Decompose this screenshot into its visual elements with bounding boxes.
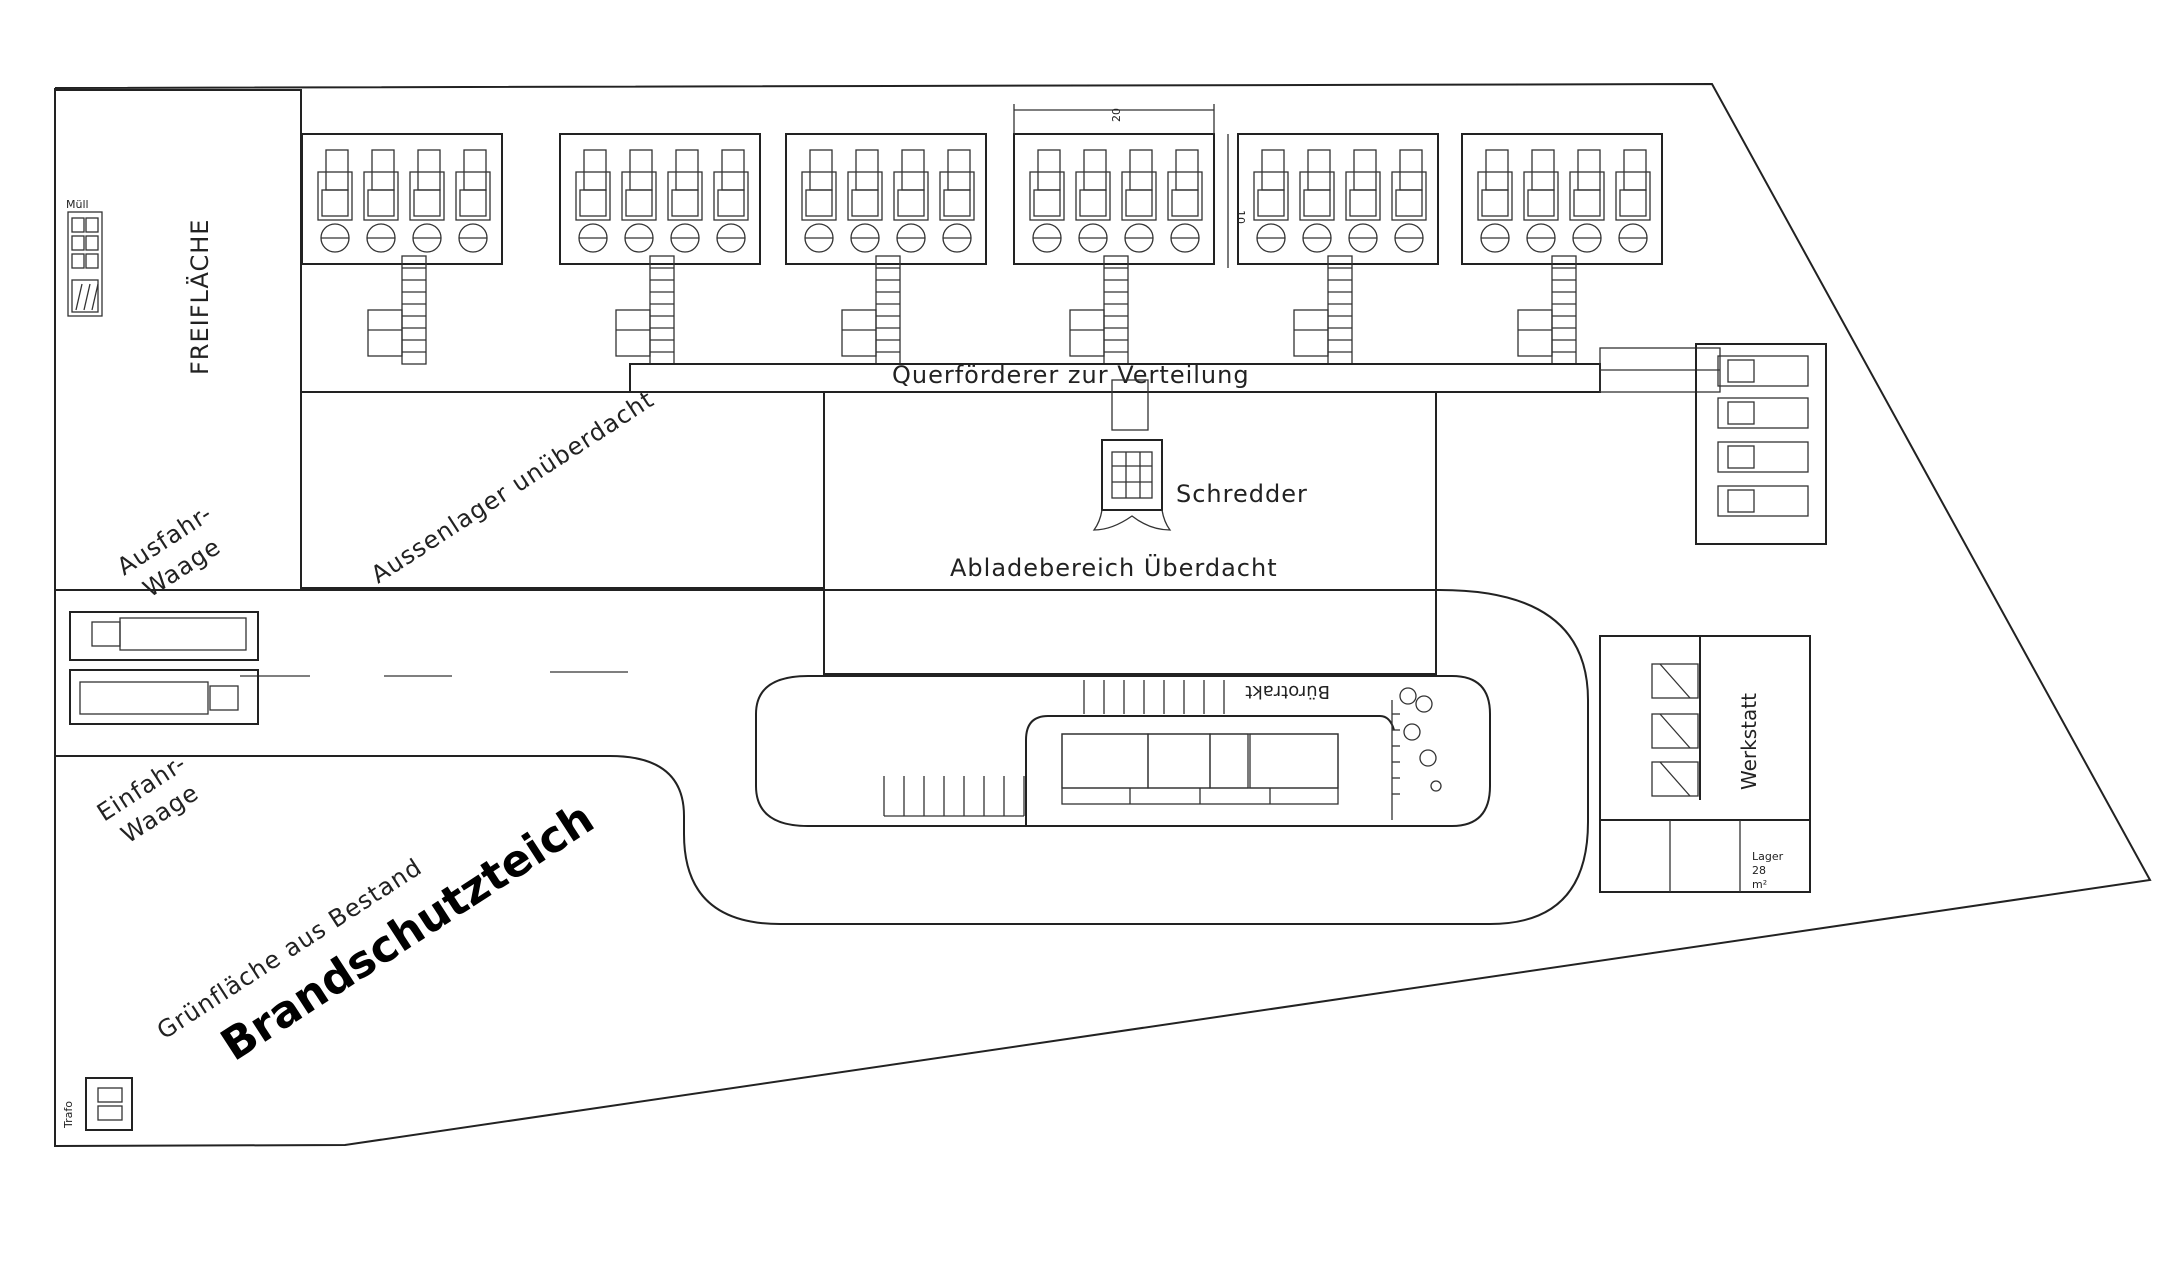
dimension-width-label: 20 bbox=[1110, 108, 1123, 122]
freiflaeche-label: FREIFLÄCHE bbox=[185, 219, 214, 375]
schredder-label: Schredder bbox=[1176, 480, 1308, 508]
processing-station-1 bbox=[301, 133, 503, 265]
brandschutzteich-label: Brandschutzteich bbox=[212, 793, 603, 1071]
aussenlager-label: Aussenlager unüberdacht bbox=[366, 385, 659, 589]
feed-conveyor-6 bbox=[1517, 255, 1577, 365]
feed-conveyor-2 bbox=[615, 255, 675, 365]
office-island bbox=[755, 675, 1491, 827]
svg-text:28: 28 bbox=[1752, 864, 1766, 877]
trafo-label: Trafo bbox=[62, 1101, 75, 1129]
svg-text:Lager: Lager bbox=[1752, 850, 1784, 863]
abladebereich-label: Abladebereich Überdacht bbox=[950, 553, 1278, 582]
buerotrakt-label: Bürotrakt bbox=[1245, 681, 1330, 702]
trafo bbox=[85, 1077, 133, 1131]
processing-station-3 bbox=[785, 133, 987, 265]
lager-room: Lager 28 m² bbox=[1752, 850, 1784, 891]
muell-label: Müll bbox=[66, 198, 89, 211]
dimension-height-label: 10 bbox=[1234, 210, 1247, 224]
truck-outbound bbox=[69, 611, 259, 661]
dimension-annotation: 20 10 bbox=[1013, 104, 1247, 268]
truck-inbound bbox=[69, 669, 259, 725]
werkstatt-label: Werkstatt bbox=[1737, 693, 1761, 790]
svg-text:m²: m² bbox=[1752, 878, 1767, 891]
right-station bbox=[1599, 343, 1827, 545]
processing-station-2 bbox=[559, 133, 761, 265]
abladebereich-area bbox=[823, 391, 1437, 675]
schredder-machine bbox=[1092, 379, 1172, 531]
muell-bins: Müll bbox=[66, 198, 103, 317]
processing-station-6 bbox=[1461, 133, 1663, 265]
site-boundary bbox=[54, 82, 2152, 1148]
processing-station-5 bbox=[1237, 133, 1439, 265]
roadway bbox=[55, 589, 1589, 925]
querfoerderer-label: Querförderer zur Verteilung bbox=[892, 361, 1250, 389]
processing-station-4 bbox=[1013, 133, 1215, 265]
processing-stations bbox=[301, 133, 1663, 265]
feed-conveyor-1 bbox=[367, 255, 427, 365]
feed-conveyor-4 bbox=[1069, 255, 1129, 365]
feed-conveyor-5 bbox=[1293, 255, 1353, 365]
werkstatt-building bbox=[1599, 635, 1811, 893]
feed-conveyor-3 bbox=[841, 255, 901, 365]
conveyor-feeds bbox=[367, 255, 1577, 365]
